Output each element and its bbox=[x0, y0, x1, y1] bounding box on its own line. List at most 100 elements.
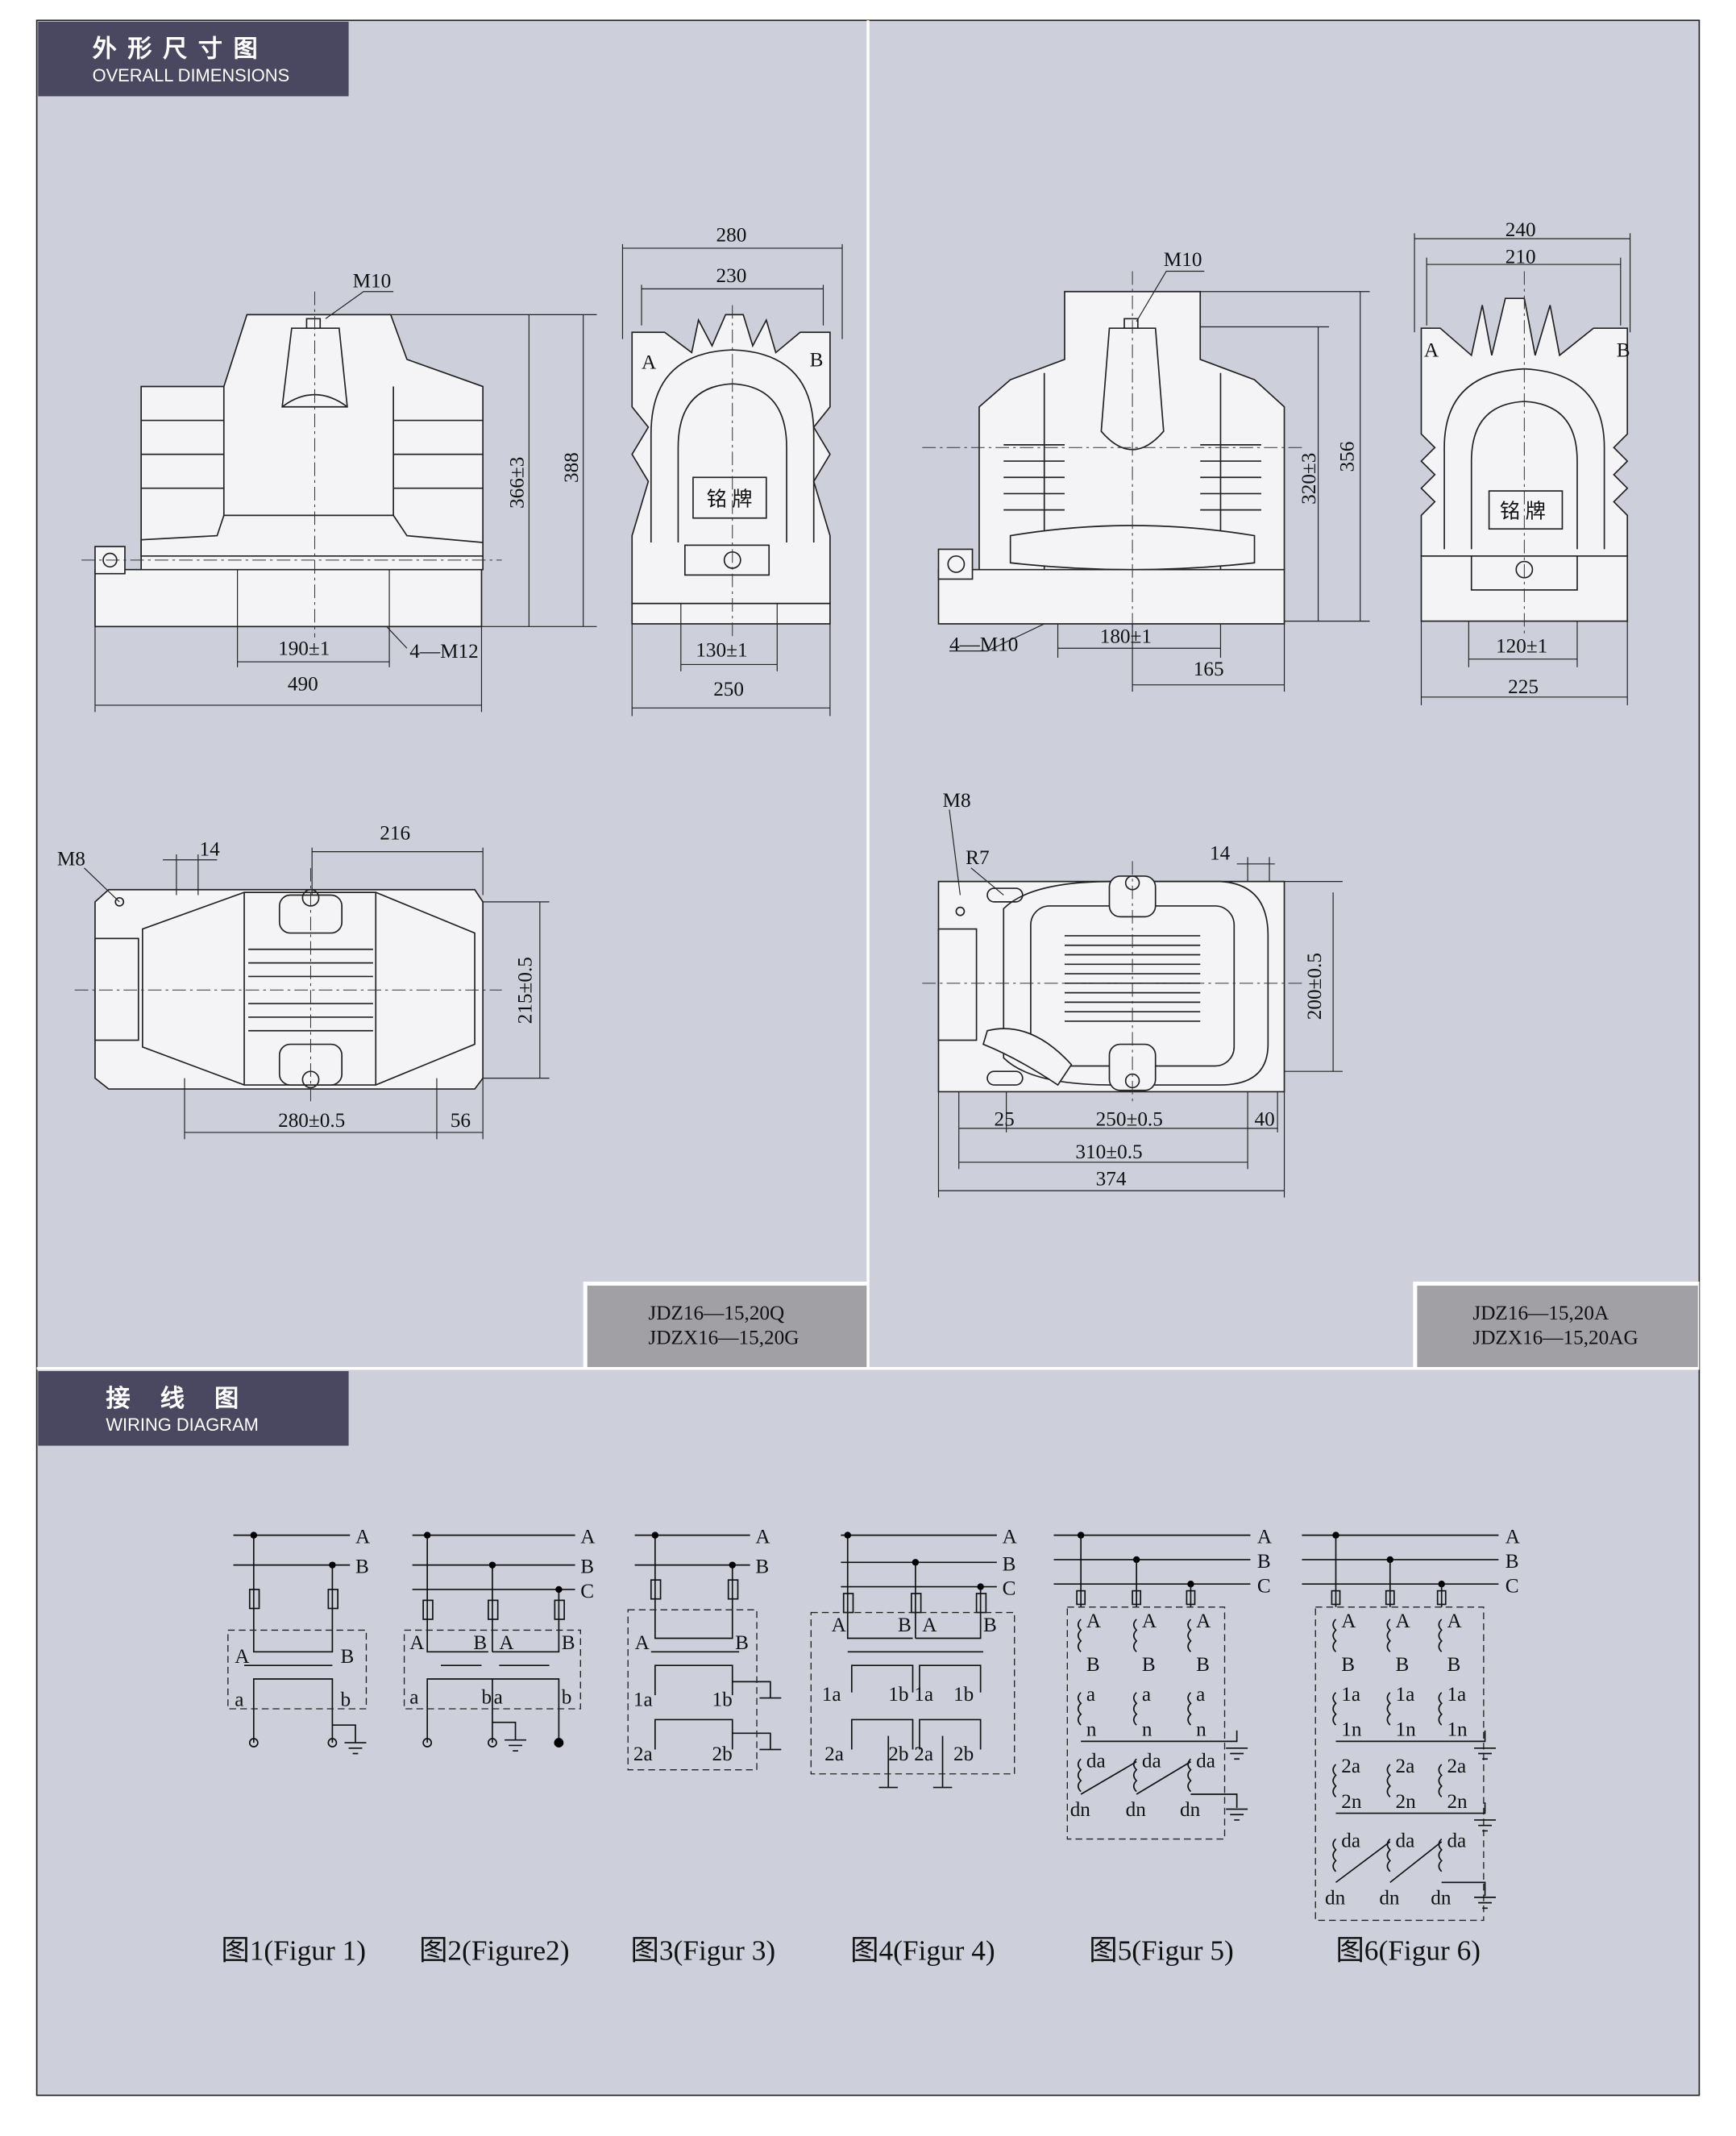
winding-label: 2b bbox=[953, 1743, 974, 1765]
winding-label: B bbox=[473, 1632, 487, 1654]
line-label: A bbox=[1003, 1527, 1018, 1548]
winding-label: 1a bbox=[822, 1684, 841, 1706]
winding-label: 1b bbox=[953, 1684, 974, 1706]
right-side-view: 240 210 A B 铭 牌 120±1 225 bbox=[1414, 219, 1631, 705]
right-plan-view: M8 R7 14 200±0.5 25 250±0.5 40 310±0.5 3… bbox=[922, 790, 1343, 1198]
wiring-figure-6: ABCAB1a1n2a2ndadnAB1a1n2a2ndadnAB1a1n2a2… bbox=[1302, 1527, 1521, 1922]
winding-coil bbox=[1132, 1692, 1138, 1726]
winding-coil bbox=[1438, 1692, 1443, 1726]
dim-120: 120±1 bbox=[1496, 635, 1547, 657]
winding-label: 1a bbox=[633, 1689, 653, 1711]
dim-280: 280 bbox=[716, 224, 747, 246]
dim-366: 366±3 bbox=[507, 457, 529, 509]
winding-label: B bbox=[735, 1632, 749, 1654]
wire bbox=[1080, 1760, 1238, 1808]
terminal-label: A bbox=[1086, 1610, 1102, 1632]
wiring-title-zh: 接线图 bbox=[106, 1385, 268, 1413]
left-side-view: 280 230 A B 铭 牌 130±1 250 bbox=[621, 224, 843, 717]
winding-label: a bbox=[409, 1686, 418, 1708]
winding-label: 2a bbox=[633, 1743, 653, 1765]
dim-180: 180±1 bbox=[1100, 626, 1152, 648]
winding-label: A bbox=[235, 1646, 250, 1668]
wire bbox=[1081, 1730, 1238, 1743]
terminal-label: 1a bbox=[1447, 1684, 1466, 1706]
terminal-label: da bbox=[1086, 1750, 1106, 1772]
line-label: A bbox=[580, 1527, 596, 1548]
ground-icon bbox=[1226, 1747, 1248, 1760]
figure-caption: 图4(Figur 4) bbox=[850, 1934, 995, 1966]
line-label: B bbox=[1003, 1553, 1016, 1575]
wiring-header: 接线图 WIRING DIAGRAM bbox=[38, 1371, 349, 1446]
wiring-figure-1: A B A B a b bbox=[227, 1527, 371, 1755]
winding-label: 1b bbox=[712, 1689, 733, 1711]
terminal-a-label: A bbox=[642, 352, 657, 374]
terminal-label: B bbox=[1142, 1654, 1156, 1676]
winding-coil bbox=[1077, 1692, 1082, 1726]
terminal-label: A bbox=[1196, 1610, 1211, 1632]
terminal-label: 2a bbox=[1447, 1756, 1466, 1777]
winding-label: B bbox=[340, 1646, 354, 1668]
dim-280-05: 280±0.5 bbox=[278, 1110, 345, 1132]
model-name: JDZ16—15,20A bbox=[1472, 1303, 1609, 1324]
dim-r7: R7 bbox=[966, 847, 989, 869]
terminal-label: a bbox=[1142, 1684, 1151, 1706]
terminal-label: da bbox=[1196, 1750, 1215, 1772]
right-front-view: M10 320±3 356 4—M10 180±1 165 bbox=[922, 249, 1370, 692]
line-label: A bbox=[355, 1527, 371, 1548]
dim-130: 130±1 bbox=[696, 639, 747, 661]
terminal-label: a bbox=[1196, 1684, 1205, 1706]
wiring-figure-3: A B A B 1a 1b 2a 2b bbox=[627, 1527, 782, 1771]
dim-4m10: 4—M10 bbox=[949, 634, 1018, 656]
model-name: JDZ16—15,20Q bbox=[648, 1303, 784, 1324]
winding-label: B bbox=[983, 1614, 997, 1636]
line-label: B bbox=[755, 1556, 769, 1578]
terminal-label: dn bbox=[1180, 1799, 1201, 1821]
winding-label: A bbox=[832, 1614, 847, 1636]
left-model-box: JDZ16—15,20Q JDZX16—15,20G bbox=[583, 1282, 868, 1367]
line-label: C bbox=[1257, 1575, 1271, 1597]
dim-240: 240 bbox=[1506, 219, 1536, 241]
ground-icon bbox=[1474, 1897, 1497, 1910]
winding-label: 2a bbox=[824, 1743, 844, 1765]
winding-coil bbox=[1187, 1758, 1192, 1793]
terminal-label: 1a bbox=[1341, 1684, 1360, 1706]
enclosure-boundary bbox=[1314, 1606, 1485, 1922]
line-label: C bbox=[1506, 1575, 1519, 1597]
dim-200: 200±0.5 bbox=[1304, 953, 1326, 1020]
terminal-label: 2n bbox=[1396, 1791, 1417, 1813]
winding-coil bbox=[1077, 1619, 1082, 1652]
wiring-figure-2: A B C A B A B a b a b bbox=[403, 1527, 596, 1752]
ground-icon bbox=[1474, 1819, 1497, 1832]
terminal-label: B bbox=[1086, 1654, 1100, 1676]
fuse bbox=[1436, 1590, 1447, 1606]
dim-56: 56 bbox=[451, 1110, 471, 1132]
winding-coil bbox=[1132, 1758, 1138, 1793]
terminal-label: dn bbox=[1126, 1799, 1147, 1821]
model-name: JDZX16—15,20AG bbox=[1472, 1327, 1638, 1349]
terminal-label: a bbox=[1086, 1684, 1095, 1706]
winding-label: B bbox=[562, 1632, 575, 1654]
terminal-label: A bbox=[1447, 1610, 1462, 1632]
dimensions-title-zh: 外形尺寸图 bbox=[93, 35, 269, 64]
wire bbox=[1335, 1841, 1486, 1897]
fuse bbox=[1076, 1590, 1086, 1606]
fuse bbox=[1186, 1590, 1196, 1606]
winding-label: 1b bbox=[888, 1684, 908, 1706]
terminal-label: 1n bbox=[1447, 1719, 1468, 1741]
line-label: C bbox=[1003, 1578, 1016, 1600]
terminal-label: A bbox=[1396, 1610, 1411, 1632]
winding-coil bbox=[1438, 1764, 1443, 1797]
wire bbox=[1335, 1730, 1486, 1743]
terminal-label: A bbox=[1341, 1610, 1356, 1632]
terminal-label: dn bbox=[1379, 1887, 1400, 1909]
dim-216: 216 bbox=[380, 822, 410, 844]
dim-25: 25 bbox=[994, 1109, 1014, 1131]
ground-icon bbox=[1474, 1747, 1497, 1760]
winding-coil bbox=[1132, 1619, 1138, 1652]
terminal-label: n bbox=[1142, 1719, 1152, 1741]
figure-caption: 图1(Figur 1) bbox=[221, 1934, 366, 1966]
dim-165: 165 bbox=[1194, 659, 1224, 680]
terminal-label: da bbox=[1447, 1831, 1466, 1852]
dim-250: 250±0.5 bbox=[1096, 1109, 1163, 1131]
